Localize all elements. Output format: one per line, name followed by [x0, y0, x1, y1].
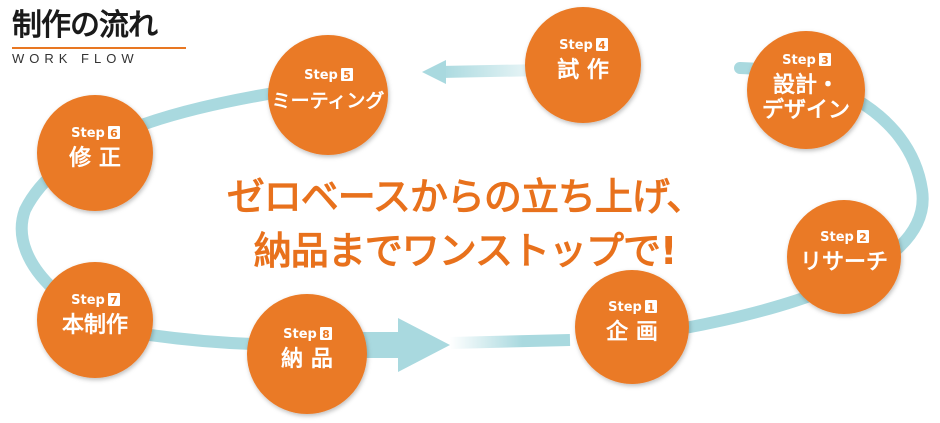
step-number: 8: [322, 328, 330, 341]
step-label: Step: [608, 300, 642, 315]
step-4: Step 4 試 作: [525, 7, 641, 123]
step-circle: [575, 270, 689, 384]
page-title: 制作の流れ: [12, 8, 158, 43]
headline-line2: 納品までワンストップで!: [253, 229, 678, 273]
page-subtitle: WORK FLOW: [12, 51, 139, 66]
step-label: Step: [304, 68, 338, 83]
step-name: リサーチ: [800, 250, 888, 275]
step-number-badge: [108, 126, 120, 139]
step-name: デザイン: [762, 97, 850, 123]
step-number-badge: [645, 300, 657, 313]
step-label: Step: [283, 327, 317, 342]
step-number-badge: [819, 53, 831, 66]
step-circle: [247, 294, 367, 414]
step-number-badge: [320, 327, 332, 340]
step-7: Step 7 本制作: [37, 262, 153, 378]
step-number: 1: [647, 301, 655, 314]
step-name: 企 画: [605, 319, 658, 345]
step-name: 試 作: [557, 57, 609, 83]
step-number: 6: [110, 127, 118, 140]
step-5: Step 5 ミーティング: [268, 35, 388, 155]
step-number: 4: [598, 39, 606, 52]
step-name: 本制作: [62, 313, 128, 338]
title-block: 制作の流れ WORK FLOW: [12, 8, 192, 66]
step-number-badge: [341, 68, 353, 81]
step-label: Step: [559, 38, 593, 53]
step-name: 納 品: [281, 346, 333, 372]
step-name: 修 正: [68, 145, 121, 171]
step-circle: [37, 95, 153, 211]
step-circle: [787, 200, 901, 314]
step-circle: [37, 262, 153, 378]
step-name: ミーティング: [272, 89, 385, 112]
step-circle: [268, 35, 388, 155]
step-circle: [747, 31, 865, 149]
step-2: Step 2 リサーチ: [787, 200, 901, 314]
step-6: Step 6 修 正: [37, 95, 153, 211]
step-circle: [525, 7, 641, 123]
step-label: Step: [71, 293, 105, 308]
step-label: Step: [820, 230, 854, 245]
headline-line1: ゼロベースからの立ち上げ、: [226, 175, 704, 219]
step-number-badge: [596, 38, 608, 51]
flow-arrow-top: [422, 60, 446, 84]
step-name: 設計・: [773, 72, 839, 98]
step-3: Step 3 設計・デザイン: [747, 31, 865, 149]
step-1: Step 1 企 画: [575, 270, 689, 384]
step-number: 7: [110, 294, 118, 307]
step-number-badge: [857, 230, 869, 243]
step-label: Step: [71, 126, 105, 141]
step-8: Step 8 納 品: [247, 294, 367, 414]
title-divider: [12, 47, 186, 49]
step-number: 3: [821, 54, 829, 67]
step-number: 2: [859, 231, 867, 244]
step-label: Step: [782, 53, 816, 68]
flow-path-bottom-fade: [449, 334, 571, 349]
step-number: 5: [343, 69, 351, 82]
step-number-badge: [108, 293, 120, 306]
flow-arrow-bottom: [398, 318, 450, 372]
